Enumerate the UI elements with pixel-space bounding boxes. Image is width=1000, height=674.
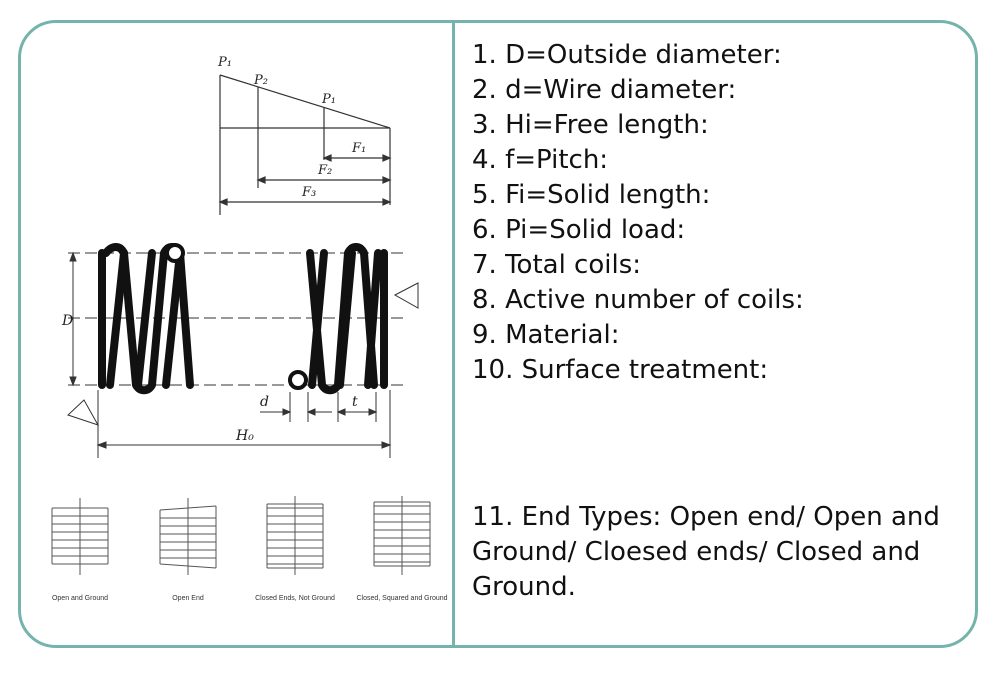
caption-open-and-ground: Open and Ground [52, 595, 108, 602]
end-types-text: 11. End Types: Open end/ Open and Ground… [472, 502, 940, 602]
spring-technical-drawing: P₁ P₂ P₁ F₁ F₂ F₃ [51, 55, 448, 602]
caption-closed-squared-ground: Closed, Squared and Ground [356, 595, 447, 602]
spec-active-coils: 8. Active number of coils: [472, 285, 804, 315]
end-type-open-and-ground [51, 498, 109, 575]
spec-total-coils: 7. Total coils: [472, 250, 642, 280]
caption-closed-not-ground: Closed Ends, Not Ground [255, 595, 335, 602]
card-frame [18, 20, 978, 648]
end-type-closed-not-ground [266, 496, 324, 575]
spec-solid-load: 6. Pi=Solid load: [472, 215, 686, 245]
spec-wire-diameter: 2. d=Wire diameter: [472, 75, 737, 105]
spec-free-length: 3. Hi=Free length: [472, 110, 709, 140]
spec-material: 9. Material: [472, 320, 620, 350]
label-p1: P₁ [321, 92, 336, 107]
load-deflection-diagram [218, 74, 392, 215]
spec-surface-treatment: 10. Surface treatment: [472, 355, 769, 385]
wire-section-top [165, 243, 185, 263]
spec-solid-length: 5. Fi=Solid length: [472, 180, 711, 210]
panel-divider [452, 22, 455, 646]
label-p1-top: P₁ [217, 55, 232, 70]
spring-coils-left [98, 243, 194, 395]
label-p2: P₂ [253, 73, 268, 88]
spec-list: 1. D=Outside diameter: 2. d=Wire diamete… [472, 38, 972, 388]
label-f3: F₃ [301, 185, 316, 200]
end-type-closed-squared-ground [373, 496, 431, 575]
label-f2: F₂ [317, 163, 332, 178]
label-outside-diameter: D [61, 313, 73, 329]
spring-drawing-panel: P₁ P₂ P₁ F₁ F₂ F₃ [40, 40, 452, 640]
end-type-open-end [159, 498, 217, 575]
caption-open-end: Open End [172, 595, 204, 602]
wire-section-bottom [288, 370, 308, 390]
label-pitch: t [352, 394, 358, 410]
label-f1: F₁ [351, 141, 366, 156]
spec-outside-diameter: 1. D=Outside diameter: [472, 40, 782, 70]
label-wire-diameter: d [260, 394, 269, 410]
spring-coils-right [306, 243, 388, 395]
spec-panel: 1. D=Outside diameter: 2. d=Wire diamete… [472, 38, 972, 638]
spec-pitch: 4. f=Pitch: [472, 145, 609, 175]
label-free-length: H₀ [235, 428, 254, 444]
